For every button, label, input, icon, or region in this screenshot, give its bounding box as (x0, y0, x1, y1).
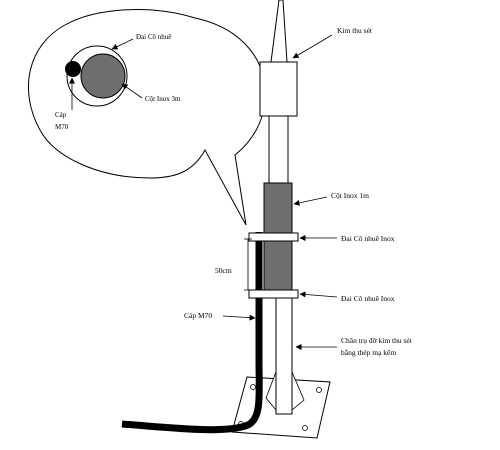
label-chan-tru-line1: Chân trụ đỡ kim thu sét (341, 336, 413, 345)
support-column (275, 295, 293, 415)
clamp-upper (248, 232, 299, 242)
base-bolt-2 (316, 387, 322, 393)
label-chan-tru-line2: bằng thép mạ kẽm (341, 348, 396, 357)
leader-detail-cot (121, 83, 143, 99)
detail-clamp-ring (66, 45, 128, 107)
label-cot-inox-1m: Cột Inox 1m (331, 191, 369, 200)
rod-housing (259, 61, 298, 117)
label-cap-m70: Cáp M70 (184, 311, 212, 320)
base-bolt-3 (302, 425, 308, 431)
leader-kim-thu-set (292, 34, 333, 59)
base-bolt-1 (250, 384, 256, 390)
leader-cap-m70 (222, 314, 256, 321)
label-kim-thu-set: Kim thu sét (337, 26, 373, 35)
cable-m70 (121, 232, 263, 434)
leader-dai-bottom (299, 291, 338, 298)
leader-detail-dai (111, 38, 134, 50)
upper-pipe (268, 114, 289, 184)
label-50cm: 50cm (215, 266, 232, 275)
label-detail-m70: M70 (55, 123, 69, 131)
leader-cot-inox-1m (293, 196, 328, 206)
clamp-lower (248, 289, 299, 299)
label-detail-cap: Cáp (55, 111, 67, 119)
label-dai-co-nhue-inox-top: Đai Cô nhuê Inox (341, 234, 395, 243)
label-dai-co-nhue-inox-bottom: Đai Cô nhuê Inox (341, 294, 395, 303)
lightning-rod-tip (270, 0, 288, 63)
detail-inox-pipe-section (80, 53, 126, 99)
label-detail-dai-co-nhue: Đai Cô nhuê (136, 33, 171, 41)
detail-cable-section (65, 61, 81, 77)
label-detail-cot-inox-3m: Cột Inox 3m (145, 95, 181, 103)
